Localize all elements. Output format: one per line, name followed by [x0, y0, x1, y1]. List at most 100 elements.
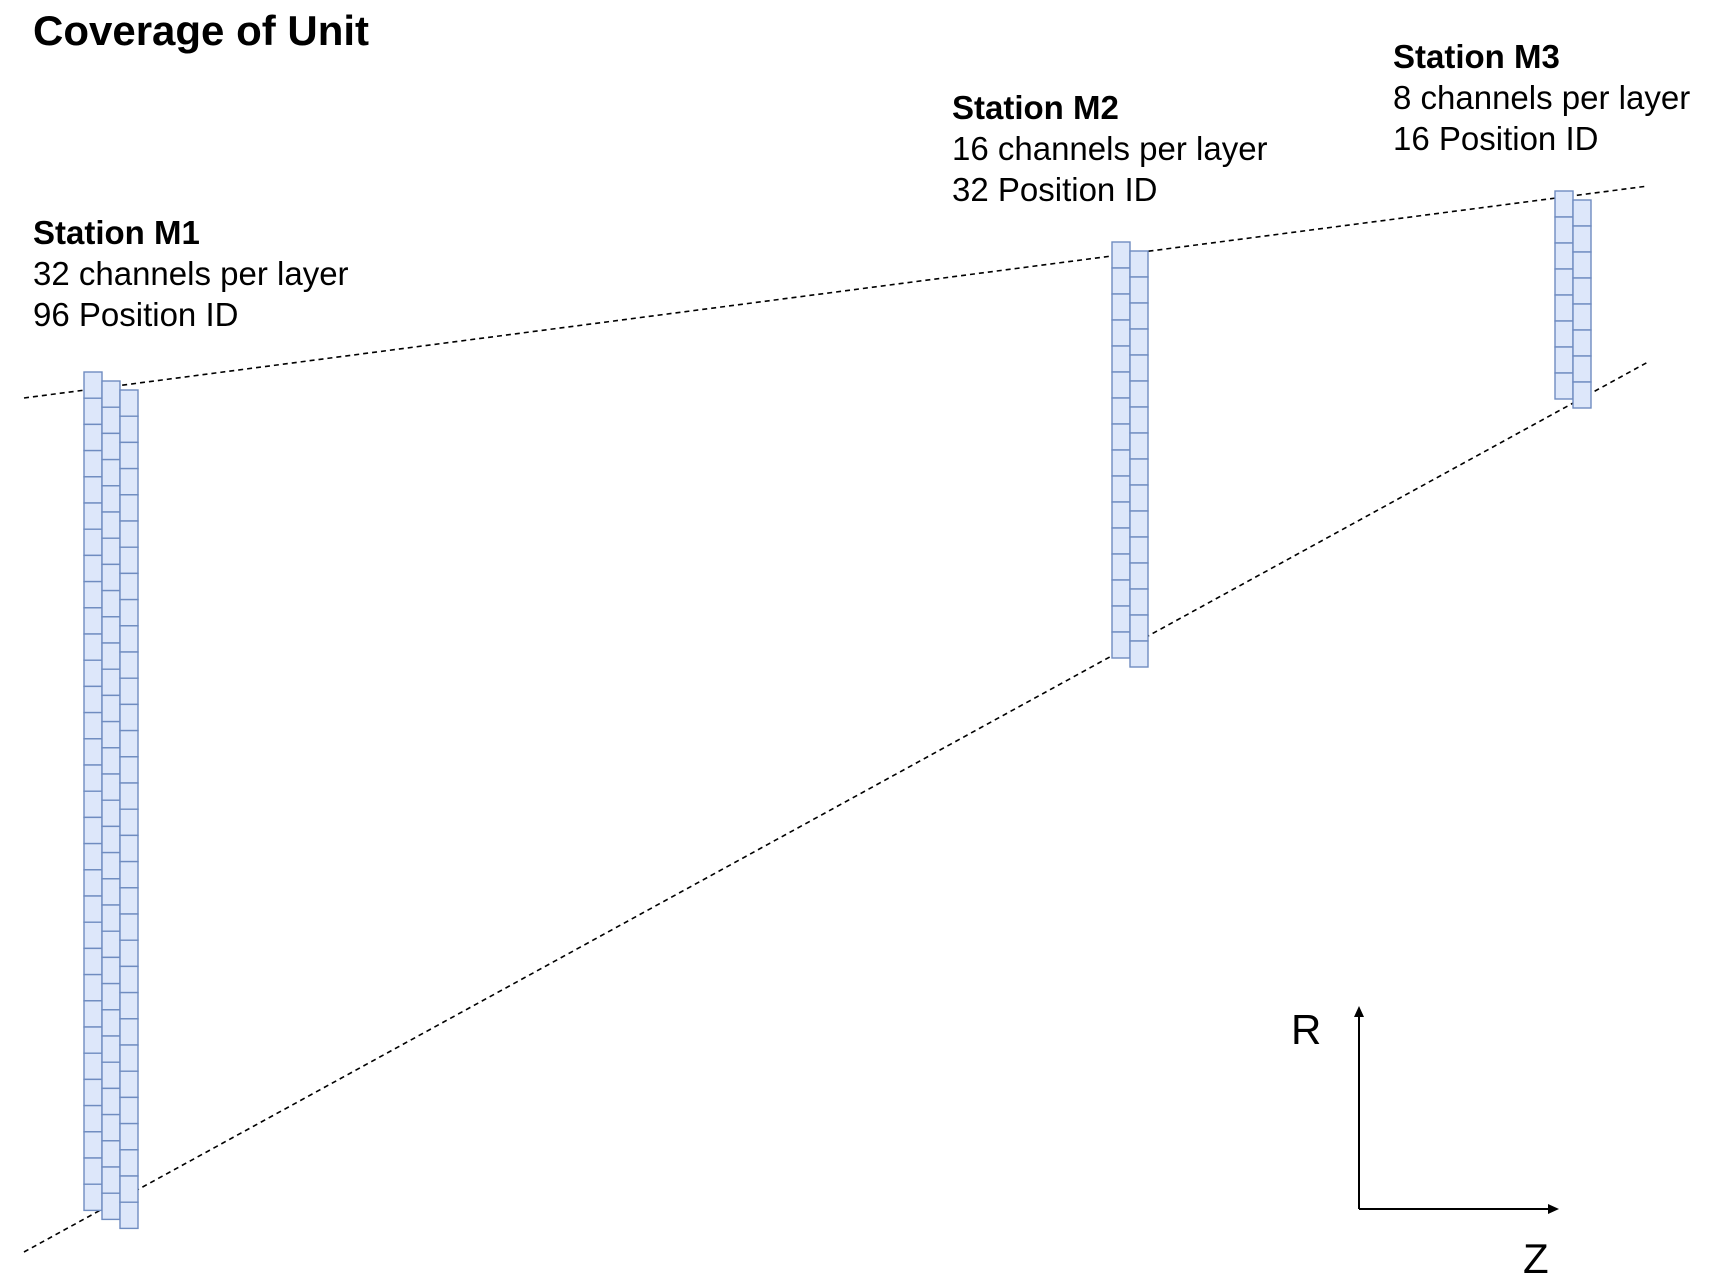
channel-cell: [1129, 302, 1149, 330]
channel-cell: [83, 607, 103, 635]
channel-cell: [1129, 510, 1149, 538]
channel-cell: [83, 1078, 103, 1107]
channel-cell: [119, 834, 139, 863]
channel-cell: [101, 694, 121, 723]
channel-cell: [1554, 216, 1574, 244]
channel-cell: [1129, 614, 1149, 642]
channel-cell: [119, 1122, 139, 1151]
channel-cell: [1572, 329, 1592, 357]
channel-cell: [101, 1192, 121, 1221]
channel-cell: [119, 572, 139, 601]
channel-cell: [101, 1087, 121, 1116]
channel-cell: [1554, 268, 1574, 296]
channel-cell: [101, 747, 121, 775]
station-m1-channels: 32 channels per layer: [33, 255, 349, 292]
channel-cell: [101, 458, 121, 487]
station-m1-name: Station M1: [33, 214, 200, 251]
channel-cell: [101, 878, 121, 906]
channel-cell: [101, 380, 121, 408]
station-1-cells: [83, 371, 139, 1230]
station-m2-name: Station M2: [952, 89, 1119, 126]
channel-cell: [119, 991, 139, 1020]
channel-cell: [1129, 484, 1149, 512]
channel-cell: [101, 904, 121, 932]
channel-cell: [119, 782, 139, 810]
channel-cell: [119, 1175, 139, 1203]
channel-cell: [119, 913, 139, 941]
channel-cell: [119, 415, 139, 444]
channel-cell: [1572, 199, 1592, 227]
channel-cell: [1111, 397, 1131, 425]
channel-cell: [1111, 345, 1131, 373]
station-m1-label: Station M1 32 channels per layer 96 Posi…: [33, 212, 349, 335]
channel-cell: [1554, 372, 1574, 400]
channel-cell: [1129, 380, 1149, 408]
channel-cell: [83, 869, 103, 897]
channel-cell: [119, 1070, 139, 1099]
channel-cell: [1572, 277, 1592, 305]
channel-cell: [119, 677, 139, 706]
channel-cell: [1554, 242, 1574, 270]
channel-cell: [83, 1183, 103, 1212]
r-z-axes: [1354, 1006, 1559, 1214]
channel-cell: [101, 851, 121, 880]
channel-cell: [119, 703, 139, 732]
channel-cell: [83, 921, 103, 950]
channel-cell: [83, 476, 103, 504]
channel-cell: [1129, 432, 1149, 460]
channel-cell: [1111, 267, 1131, 295]
channel-cell: [101, 1113, 121, 1142]
channel-cell: [101, 432, 121, 461]
channel-cell: [119, 729, 139, 758]
station-3-cells: [1554, 190, 1592, 409]
channel-cell: [1111, 371, 1131, 399]
z-axis-label: Z: [1523, 1235, 1549, 1282]
channel-cell: [83, 895, 103, 923]
channel-cell: [1554, 190, 1574, 218]
channel-cell: [101, 982, 121, 1011]
channel-cell: [119, 625, 139, 653]
channel-cell: [119, 756, 139, 784]
channel-cell: [1111, 579, 1131, 607]
channel-cell: [1111, 527, 1131, 555]
channel-cell: [83, 502, 103, 530]
channel-cell: [1111, 319, 1131, 347]
channel-cell: [83, 842, 103, 871]
channel-cell: [83, 1000, 103, 1028]
channel-cell: [1572, 225, 1592, 253]
channel-cell: [119, 1201, 139, 1230]
channel-cell: [1111, 605, 1131, 633]
channel-cell: [1129, 562, 1149, 590]
channel-cell: [1111, 475, 1131, 503]
channel-cell: [101, 406, 121, 435]
channel-cell: [83, 764, 103, 792]
channel-cell: [101, 668, 121, 697]
channel-cell: [1129, 354, 1149, 382]
channel-cell: [1111, 423, 1131, 451]
channel-cell: [83, 1131, 103, 1159]
z-axis-arrowhead: [1548, 1204, 1559, 1214]
channel-cell: [83, 580, 103, 609]
channel-cell: [83, 947, 103, 976]
channel-cell: [1129, 458, 1149, 486]
channel-cell: [83, 1157, 103, 1185]
channel-cell: [119, 1018, 139, 1046]
channel-cell: [83, 816, 103, 845]
channel-cell: [1129, 588, 1149, 616]
channel-cell: [119, 887, 139, 915]
channel-cell: [119, 1044, 139, 1072]
channel-cell: [101, 511, 121, 539]
channel-cell: [83, 790, 103, 819]
station-m1-positions: 96 Position ID: [33, 296, 239, 333]
channel-cell: [101, 642, 121, 670]
station-2-cells: [1111, 241, 1149, 668]
channel-cell: [1572, 355, 1592, 383]
channel-cell: [101, 720, 121, 749]
channel-cell: [83, 449, 103, 478]
channel-cell: [1554, 320, 1574, 348]
r-axis-arrowhead: [1354, 1006, 1364, 1017]
channel-cell: [83, 554, 103, 583]
channel-cell: [1111, 553, 1131, 581]
channel-cell: [1572, 381, 1592, 409]
